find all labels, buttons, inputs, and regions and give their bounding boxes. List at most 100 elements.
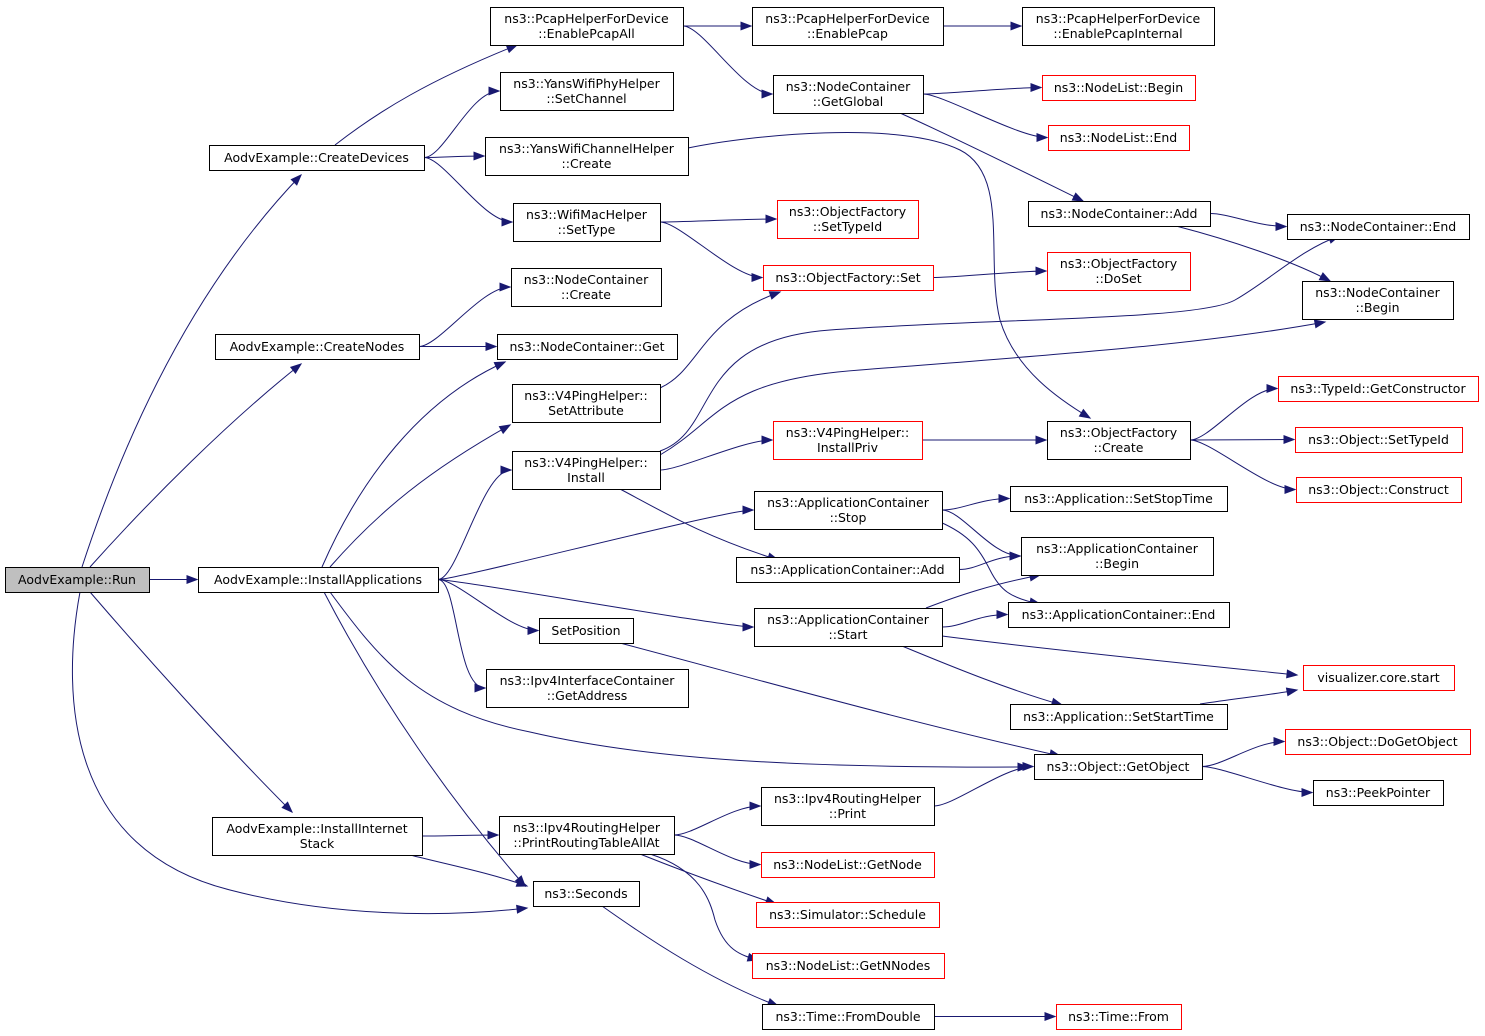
node-box [761,852,935,878]
edge-line [437,469,512,580]
node-tidGetCtor[interactable]: ns3::TypeId::GetConstructor [1278,376,1479,402]
node-pcapInternal[interactable]: ns3::PcapHelperForDevice::EnablePcapInte… [1022,7,1215,46]
edge-line [1189,388,1278,441]
node-objGetObject[interactable]: ns3::Object::GetObject [1034,754,1203,780]
node-box [754,608,943,647]
node-box [1287,214,1470,240]
node-box [1278,376,1479,402]
edge-ipv4PrintAllAt-to-ipv4Print [673,801,762,836]
node-ncGet[interactable]: ns3::NodeContainer::Get [497,334,678,360]
node-pcapAll[interactable]: ns3::PcapHelperForDevice::EnablePcapAll [490,7,684,46]
node-v4Install[interactable]: ns3::V4PingHelper::Install [512,451,661,490]
node-ncAdd[interactable]: ns3::NodeContainer::Add [1028,201,1211,227]
node-ncEnd[interactable]: ns3::NodeContainer::End [1287,214,1470,240]
node-acBegin[interactable]: ns3::ApplicationContainer::Begin [1021,537,1214,576]
edge-line [932,270,1047,278]
node-label: ::GetGlobal [813,94,884,109]
edge-line [925,574,1041,609]
node-ofCreate[interactable]: ns3::ObjectFactory::Create [1047,421,1191,460]
node-label: ns3::ObjectFactory [1060,256,1178,271]
node-createNodes[interactable]: AodvExample::CreateNodes [215,334,420,360]
node-ofDoSet[interactable]: ns3::ObjectFactory::DoSet [1047,252,1191,291]
node-pcapEnable[interactable]: ns3::PcapHelperForDevice::EnablePcap [752,7,944,46]
node-acEnd[interactable]: ns3::ApplicationContainer::End [1008,602,1230,628]
node-ncBegin[interactable]: ns3::NodeContainer::Begin [1302,281,1454,320]
node-box [1295,427,1463,453]
node-ofSet[interactable]: ns3::ObjectFactory::Set [763,265,934,291]
node-label: ns3::Object::SetTypeId [1308,432,1449,447]
node-vizStart[interactable]: visualizer.core.start [1303,665,1455,691]
node-label: ::Start [829,627,868,642]
node-label: ::DoSet [1095,271,1141,286]
edge-line [899,112,1084,202]
arrowhead [1301,787,1314,798]
edge-line [1201,766,1313,793]
node-ofSetTypeId[interactable]: ns3::ObjectFactory::SetTypeId [777,200,919,239]
node-label: Install [567,470,605,485]
node-acAdd[interactable]: ns3::ApplicationContainer::Add [736,557,960,583]
node-objDoGetObject[interactable]: ns3::Object::DoGetObject [1285,729,1471,755]
node-createDevices[interactable]: AodvExample::CreateDevices [209,145,425,171]
node-label: ns3::PeekPointer [1326,785,1431,800]
node-box [512,451,661,490]
arrowhead [1036,132,1049,143]
node-v4SetAttr[interactable]: ns3::V4PingHelper::SetAttribute [512,384,661,423]
arrowhead [751,272,764,283]
arrowhead [487,830,500,840]
edge-appSetStart-to-vizStart [1199,687,1299,705]
node-label: InstallPriv [817,440,879,455]
node-v4InstallPriv[interactable]: ns3::V4PingHelper::InstallPriv [773,421,923,460]
node-ipv4GetAddr[interactable]: ns3::Ipv4InterfaceContainer::GetAddress [486,669,689,708]
node-timeFromDouble[interactable]: ns3::Time::FromDouble [762,1004,935,1030]
node-acStart[interactable]: ns3::ApplicationContainer::Start [754,608,943,647]
node-seconds[interactable]: ns3::Seconds [533,881,640,907]
node-box [1042,75,1196,101]
edge-run-to-seconds [71,591,529,915]
node-label: ::Print [829,806,866,821]
node-label: ns3::ApplicationContainer [767,612,930,627]
node-label: ns3::Application::SetStopTime [1024,491,1213,506]
edge-pcapEnable-to-pcapInternal [943,21,1023,31]
node-nlEnd[interactable]: ns3::NodeList::End [1048,125,1190,151]
edge-installApps-to-v4SetAttr [329,424,512,568]
node-nlBegin[interactable]: ns3::NodeList::Begin [1042,75,1196,101]
node-simSchedule[interactable]: ns3::Simulator::Schedule [756,902,940,928]
edge-createNodes-to-ncCreate [418,282,512,347]
node-ipv4PrintAllAt[interactable]: ns3::Ipv4RoutingHelper::PrintRoutingTabl… [499,816,675,855]
node-wifiMacSetType[interactable]: ns3::WifiMacHelper::SetType [513,203,661,242]
node-yansChanCreate[interactable]: ns3::YansWifiChannelHelper::Create [485,137,689,176]
node-label: ::SetType [558,222,616,237]
edge-installApps-to-ncGet [321,361,507,568]
node-label: AodvExample::CreateDevices [224,150,409,165]
node-label: ns3::Time::From [1068,1009,1169,1024]
node-nlGetN[interactable]: ns3::NodeList::GetNNodes [752,953,945,979]
node-timeFrom[interactable]: ns3::Time::From [1056,1004,1182,1030]
node-ncCreate[interactable]: ns3::NodeContainer::Create [511,268,662,307]
node-peekPointer[interactable]: ns3::PeekPointer [1313,780,1444,806]
node-acStop[interactable]: ns3::ApplicationContainer::Stop [754,491,943,530]
node-label: ns3::ApplicationContainer::Add [750,562,944,577]
node-appSetStart[interactable]: ns3::Application::SetStartTime [1010,704,1228,730]
node-installApps[interactable]: AodvExample::InstallApplications [198,567,439,593]
edge-line [71,591,528,915]
node-objConstruct[interactable]: ns3::Object::Construct [1296,477,1462,503]
node-box [209,145,425,171]
edge-yansChanCreate-to-ofCreate [687,132,1092,419]
node-label: ns3::NodeList::GetNode [773,857,922,872]
node-ipv4Print[interactable]: ns3::Ipv4RoutingHelper::Print [761,787,935,826]
node-setPosition[interactable]: SetPosition [539,618,634,644]
node-appSetStop[interactable]: ns3::Application::SetStopTime [1010,486,1228,512]
node-yansPhySet[interactable]: ns3::YansWifiPhyHelper::SetChannel [500,72,674,111]
edge-line [939,521,1041,605]
edge-line [1189,439,1295,441]
edge-line [659,291,781,389]
node-label: ns3::TypeId::GetConstructor [1290,381,1466,396]
edge-line [941,635,1298,676]
node-ncGetGlobal[interactable]: ns3::NodeContainer::GetGlobal [773,75,924,114]
node-label: ::Begin [1355,300,1399,315]
edge-timeFromDouble-to-timeFrom [933,1011,1057,1022]
edge-line [901,645,1063,706]
node-nlGetNode[interactable]: ns3::NodeList::GetNode [761,852,935,878]
node-objSetTypeId[interactable]: ns3::Object::SetTypeId [1295,427,1463,453]
